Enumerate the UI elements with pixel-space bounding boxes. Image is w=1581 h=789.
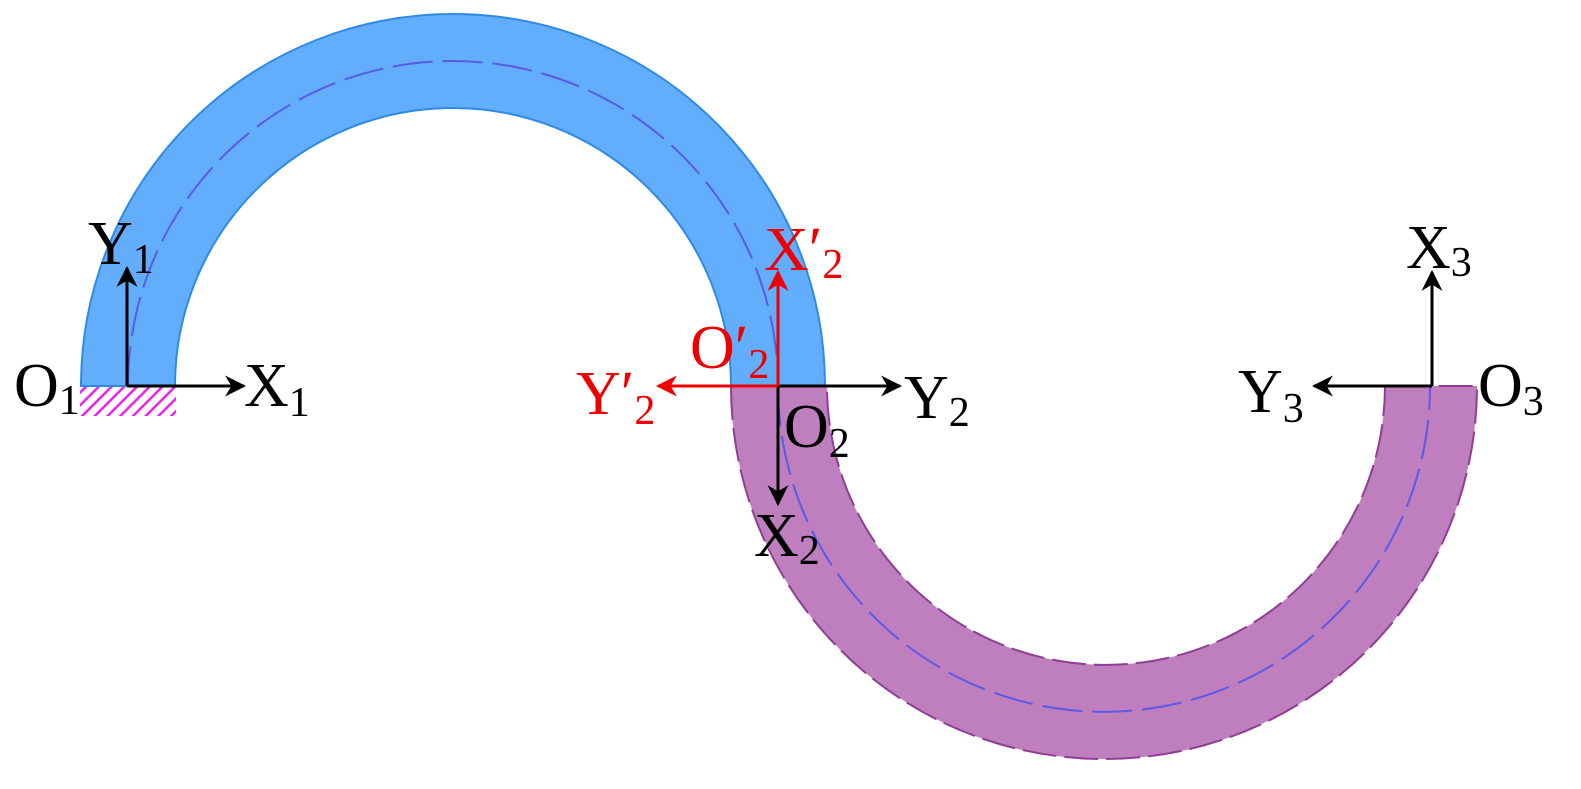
upper-arc-centerline — [127, 60, 779, 387]
label-y2: Y2 — [904, 364, 970, 436]
label-y2-prime: Y′2 — [576, 360, 655, 434]
label-y1: Y1 — [88, 210, 154, 283]
label-o2: O2 — [784, 393, 850, 467]
label-x1: X1 — [244, 352, 310, 426]
lower-arc-beam — [729, 385, 1479, 760]
upper-arc-beam — [79, 13, 827, 387]
label-x3: X3 — [1406, 214, 1472, 286]
label-x2-prime: X′2 — [764, 216, 843, 288]
lower-arc-centerline — [777, 385, 1431, 713]
label-o1: O1 — [14, 352, 80, 424]
label-x2: X2 — [754, 502, 820, 574]
label-o3: O3 — [1478, 352, 1544, 425]
label-y3: Y3 — [1238, 358, 1304, 432]
label-o2-prime: O′2 — [690, 314, 769, 388]
fixed-support-hatch — [80, 387, 176, 416]
